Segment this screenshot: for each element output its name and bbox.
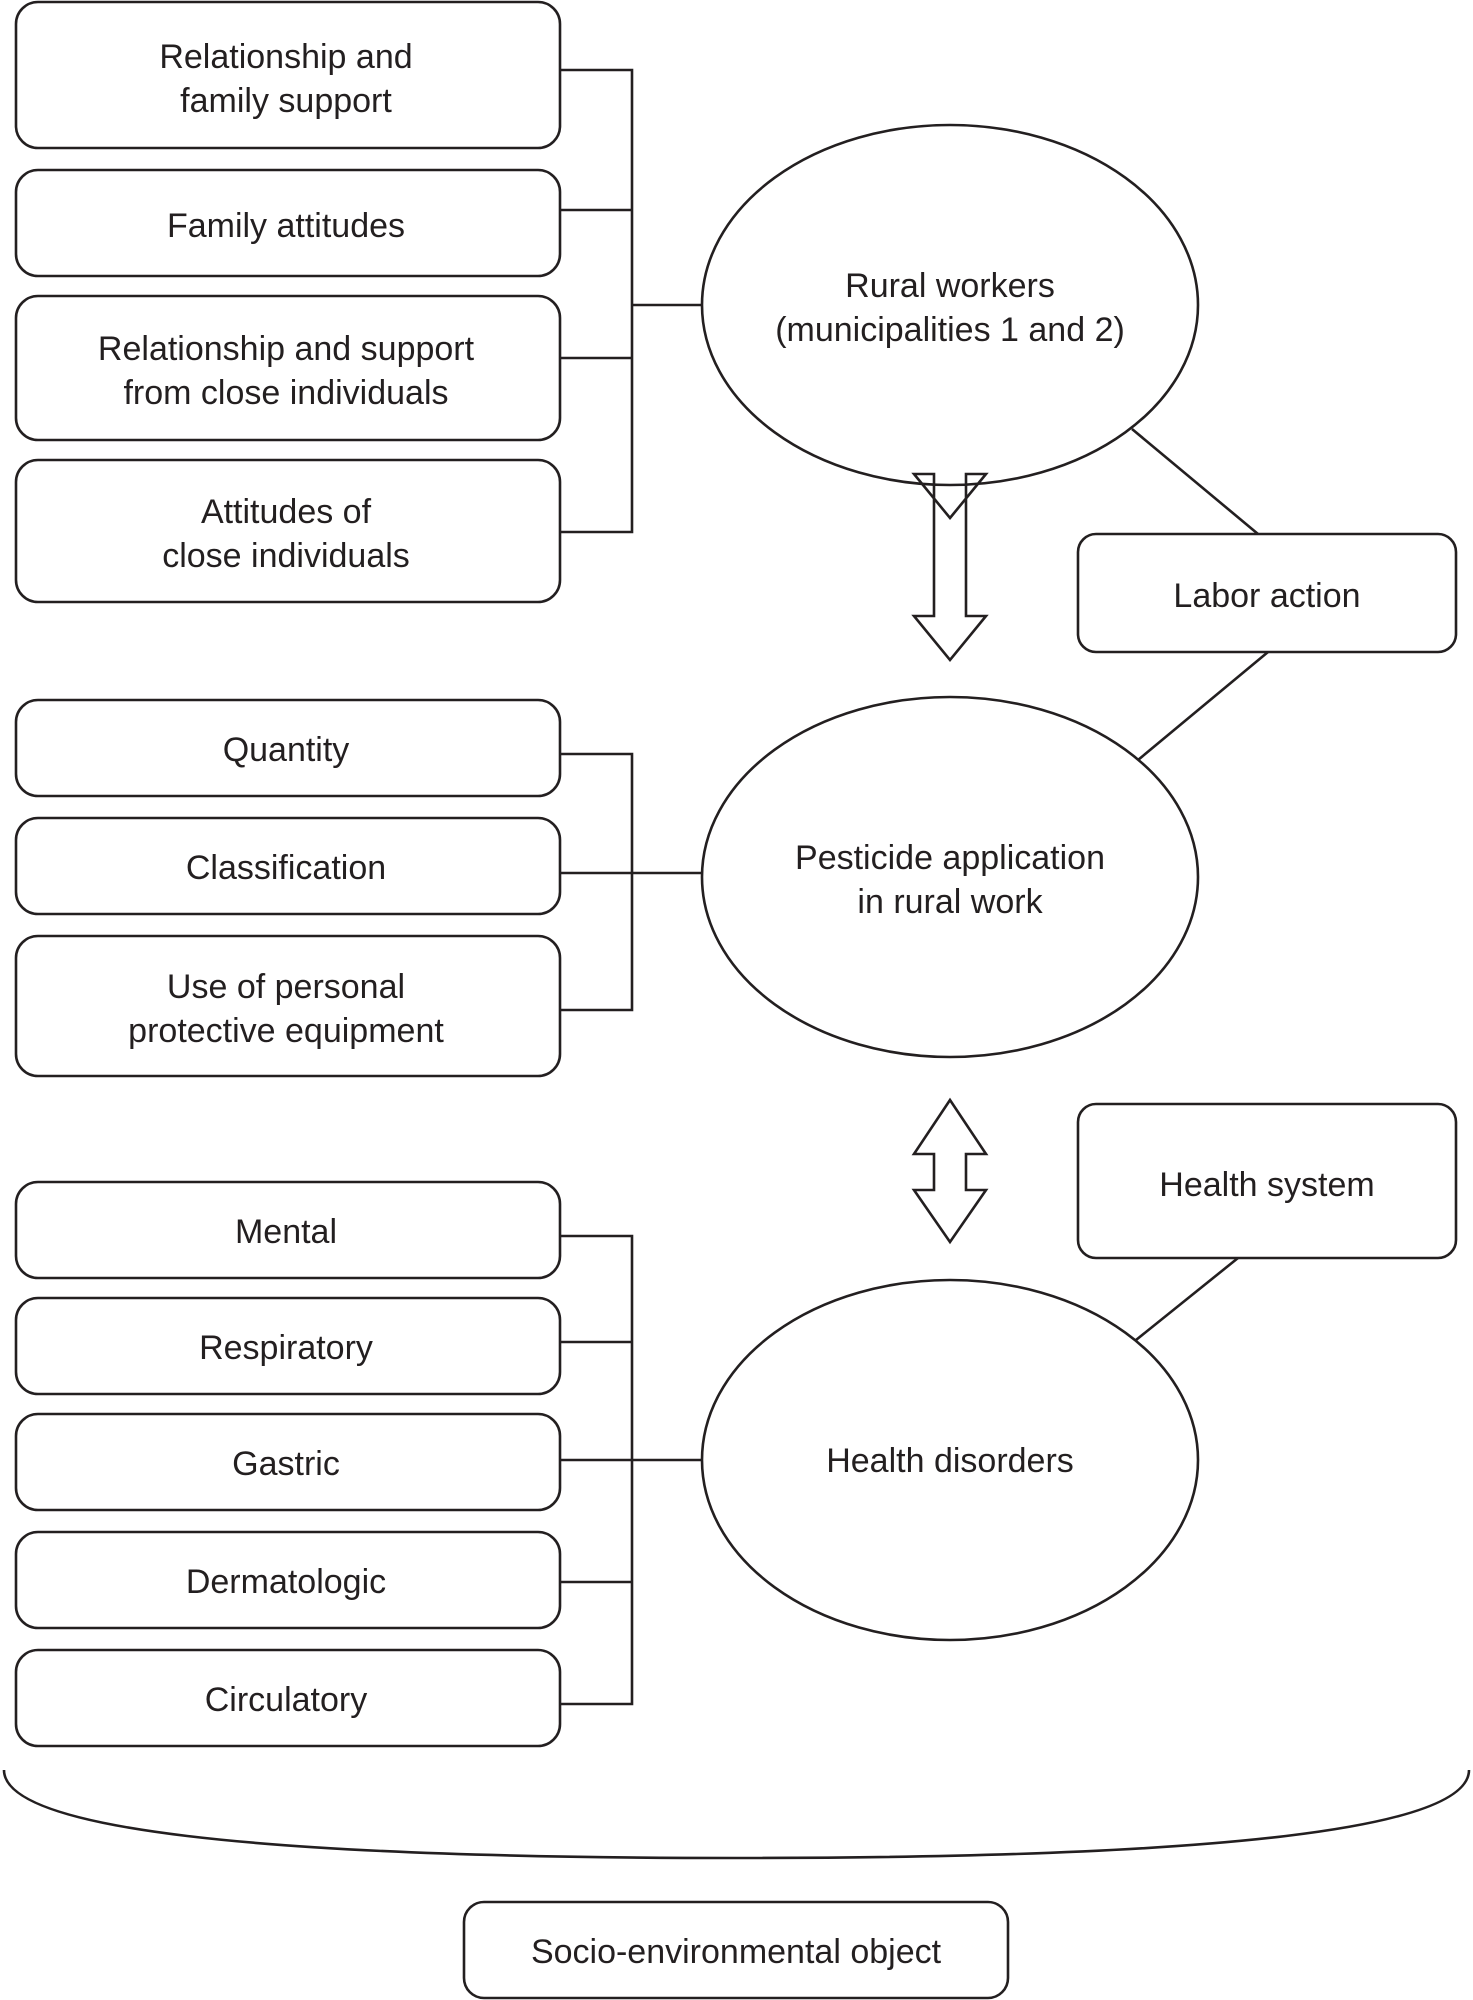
node-rural-workers: Rural workers (municipalities 1 and 2)	[700, 123, 1200, 487]
node-health-disorders: Health disorders	[700, 1278, 1200, 1642]
node-dermatologic: Dermatologic	[14, 1530, 562, 1630]
label-rural-workers-line1: Rural workers	[845, 267, 1055, 305]
label-gastric: Gastric	[232, 1445, 340, 1483]
label-relationship-family-support-line2: family support	[180, 82, 392, 120]
label-quantity: Quantity	[223, 731, 350, 769]
bracket-rural-workers-factors	[560, 68, 702, 534]
node-quantity: Quantity	[14, 698, 562, 798]
node-circulatory: Circulatory	[14, 1648, 562, 1748]
label-dermatologic: Dermatologic	[186, 1563, 386, 1601]
double-arrow-pesticide-health	[911, 1097, 989, 1245]
node-relationship-close-individuals: Relationship and support from close indi…	[14, 294, 562, 442]
node-labor-action: Labor action	[1076, 532, 1458, 654]
label-circulatory: Circulatory	[205, 1681, 367, 1719]
node-relationship-family-support: Relationship and family support	[14, 0, 562, 150]
bracket-health-disorder-types	[560, 1234, 702, 1706]
node-classification: Classification	[14, 816, 562, 916]
label-health-system: Health system	[1159, 1166, 1374, 1204]
bracket-pesticide-factors	[560, 752, 702, 1012]
label-family-attitudes: Family attitudes	[167, 207, 405, 245]
label-attitudes-close-individuals-line1: Attitudes of	[201, 493, 372, 531]
label-relationship-close-individuals-line1: Relationship and support	[98, 330, 475, 368]
label-ppe-use-line1: Use of personal	[167, 968, 405, 1006]
connector-health-system-disorders	[1135, 1256, 1239, 1342]
label-rural-workers-line2: (municipalities 1 and 2)	[775, 311, 1125, 349]
label-ppe-use-line2: protective equipment	[128, 1012, 444, 1050]
label-pesticide-application-line1: Pesticide application	[795, 839, 1105, 877]
label-classification: Classification	[186, 849, 386, 887]
label-pesticide-application-line2: in rural work	[857, 883, 1043, 921]
label-respiratory: Respiratory	[199, 1329, 373, 1367]
label-health-disorders: Health disorders	[826, 1442, 1074, 1480]
node-ppe-use: Use of personal protective equipment	[14, 934, 562, 1078]
node-gastric: Gastric	[14, 1412, 562, 1512]
node-mental: Mental	[14, 1180, 562, 1280]
node-health-system: Health system	[1076, 1102, 1458, 1260]
connector-rural-workers-labor-action	[1131, 428, 1259, 535]
double-arrow-workers-pesticide	[911, 472, 989, 663]
node-family-attitudes: Family attitudes	[14, 168, 562, 278]
label-relationship-close-individuals-line2: from close individuals	[123, 374, 448, 412]
connector-labor-action-pesticide	[1137, 651, 1269, 761]
node-socio-environmental-object: Socio-environmental object	[462, 1900, 1010, 2000]
label-relationship-family-support-line1: Relationship and	[159, 38, 412, 76]
node-pesticide-application: Pesticide application in rural work	[700, 695, 1200, 1059]
label-labor-action: Labor action	[1173, 577, 1360, 615]
node-attitudes-close-individuals: Attitudes of close individuals	[14, 458, 562, 604]
label-socio-environmental-object: Socio-environmental object	[531, 1933, 942, 1971]
label-mental: Mental	[235, 1213, 337, 1251]
label-attitudes-close-individuals-line2: close individuals	[162, 537, 410, 575]
node-respiratory: Respiratory	[14, 1296, 562, 1396]
socio-environmental-brace	[2, 1769, 1471, 1860]
